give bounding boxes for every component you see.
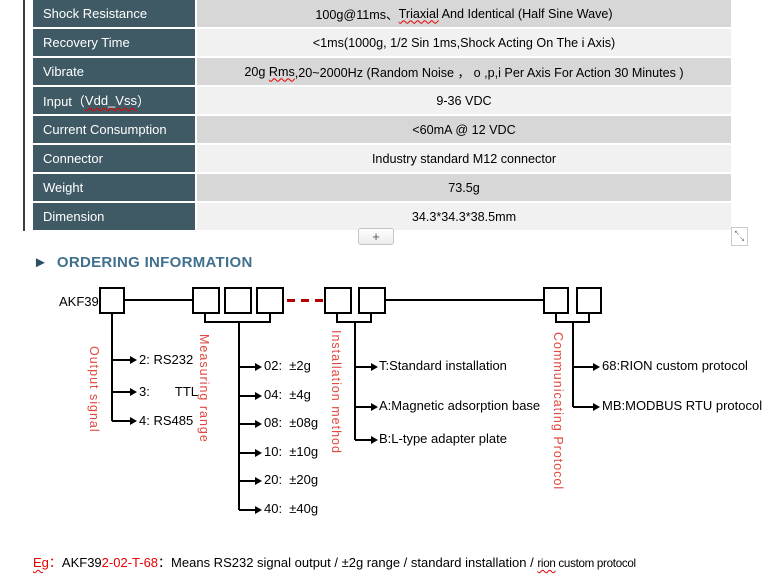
option-protocol-rion: 68:RION custom protocol [602,358,748,373]
option-install-standard: T:Standard installation [379,358,507,373]
branch-trunk-line [354,321,356,440]
option-range-8g: 08: ±08g [264,415,319,430]
table-row: Shock Resistance 100g@11ms、Triaxial And … [33,0,731,27]
group-label-output-signal: Output signal [87,346,101,433]
connector-line [386,299,543,301]
order-code-box-2 [192,287,220,314]
option-install-magnetic: A:Magnetic adsorption base [379,398,541,413]
option-range-20g: 20: ±20g [264,472,319,487]
spec-value: 34.3*34.3*38.5mm [197,203,731,230]
add-row-button[interactable]: + [358,228,394,245]
option-range-40g: 40: ±40g [264,501,319,516]
spec-label: Shock Resistance [33,0,195,27]
spec-label: Connector [33,145,195,172]
arrow-se-icon: ↘ [739,236,745,243]
order-code-box-6 [358,287,386,314]
spec-label: Weight [33,174,195,201]
table-row: Connector Industry standard M12 connecto… [33,145,731,172]
spec-label: Input（Vdd_Vss） [33,87,195,114]
branch-arrow [239,420,262,428]
order-code-box-7 [543,287,569,314]
branch-arrow [112,356,137,364]
option-output-rs232: 2: RS232 [139,352,194,367]
table-row: Recovery Time <1ms(1000g, 1/2 Sin 1ms,Sh… [33,29,731,56]
branch-arrow [573,363,600,371]
branch-arrow [112,417,137,425]
spec-table: Shock Resistance 100g@11ms、Triaxial And … [33,0,731,232]
spec-value: 73.5g [197,174,731,201]
order-code-box-1 [99,287,125,314]
group-label-measuring-range: Measuring range [197,334,211,443]
branch-arrow [239,506,262,514]
bracket-leg [336,314,338,323]
spec-label: Recovery Time [33,29,195,56]
order-code-box-3 [224,287,252,314]
bracket-leg [204,314,206,323]
option-output-rs485: 4: RS485 [139,413,194,428]
spec-value: <60mA @ 12 VDC [197,116,731,143]
bracket-line [204,321,271,323]
dashed-connector-line [287,299,323,302]
table-row: Dimension 34.3*34.3*38.5mm [33,203,731,230]
table-row: Input（Vdd_Vss） 9-36 VDC [33,87,731,114]
option-protocol-modbus: MB:MODBUS RTU protocol [602,398,763,413]
spec-value: Industry standard M12 connector [197,145,731,172]
connector-line [125,299,192,301]
order-code-box-8 [576,287,602,314]
option-range-4g: 04: ±4g [264,387,311,402]
table-left-border [23,0,25,231]
expand-table-button[interactable]: ↖ ↘ [731,227,748,246]
table-row: Weight 73.5g [33,174,731,201]
arrow-nw-icon: ↖ [734,230,740,237]
bracket-leg [269,314,271,323]
branch-arrow [355,436,378,444]
spec-value: 20g Rms,20~2000Hz (Random Noise ， o ,p,i… [197,58,731,85]
branch-arrow [239,449,262,457]
bracket-leg [370,314,372,323]
group-label-communicating-protocol: Communicating Protocol [551,332,565,491]
bracket-leg [588,314,590,323]
branch-arrow [355,363,378,371]
group-label-installation-method: Installation method [329,330,343,454]
table-row: Current Consumption <60mA @ 12 VDC [33,116,731,143]
triangle-bullet-icon: ► [33,254,48,271]
branch-arrow [239,477,262,485]
spec-value: 100g@11ms、Triaxial And Identical (Half S… [197,0,731,27]
branch-trunk-line [238,321,240,510]
spec-label: Current Consumption [33,116,195,143]
option-range-10g: 10: ±10g [264,444,319,459]
branch-trunk-line [111,314,113,421]
order-code-box-4 [256,287,284,314]
branch-trunk-line [572,321,574,407]
option-install-ltype: B:L-type adapter plate [379,431,507,446]
branch-arrow [239,363,262,371]
spec-label: Vibrate [33,58,195,85]
ordering-information-heading: ► ORDERING INFORMATION [33,254,253,271]
branch-arrow [355,403,378,411]
spec-value: 9-36 VDC [197,87,731,114]
model-prefix: AKF39 [59,294,99,309]
branch-arrow [239,392,262,400]
branch-arrow [573,403,600,411]
branch-arrow [112,388,137,396]
table-row: Vibrate 20g Rms,20~2000Hz (Random Noise … [33,58,731,85]
option-output-ttl: 3: TTL [139,384,199,399]
ordering-example-line: Eg：AKF392-02-T-68：Means RS232 signal out… [33,555,636,570]
spec-value: <1ms(1000g, 1/2 Sin 1ms,Shock Acting On … [197,29,731,56]
order-code-box-5 [324,287,352,314]
section-title-text: ORDERING INFORMATION [56,254,253,271]
bracket-leg [555,314,557,323]
spec-label: Dimension [33,203,195,230]
option-range-2g: 02: ±2g [264,358,311,373]
